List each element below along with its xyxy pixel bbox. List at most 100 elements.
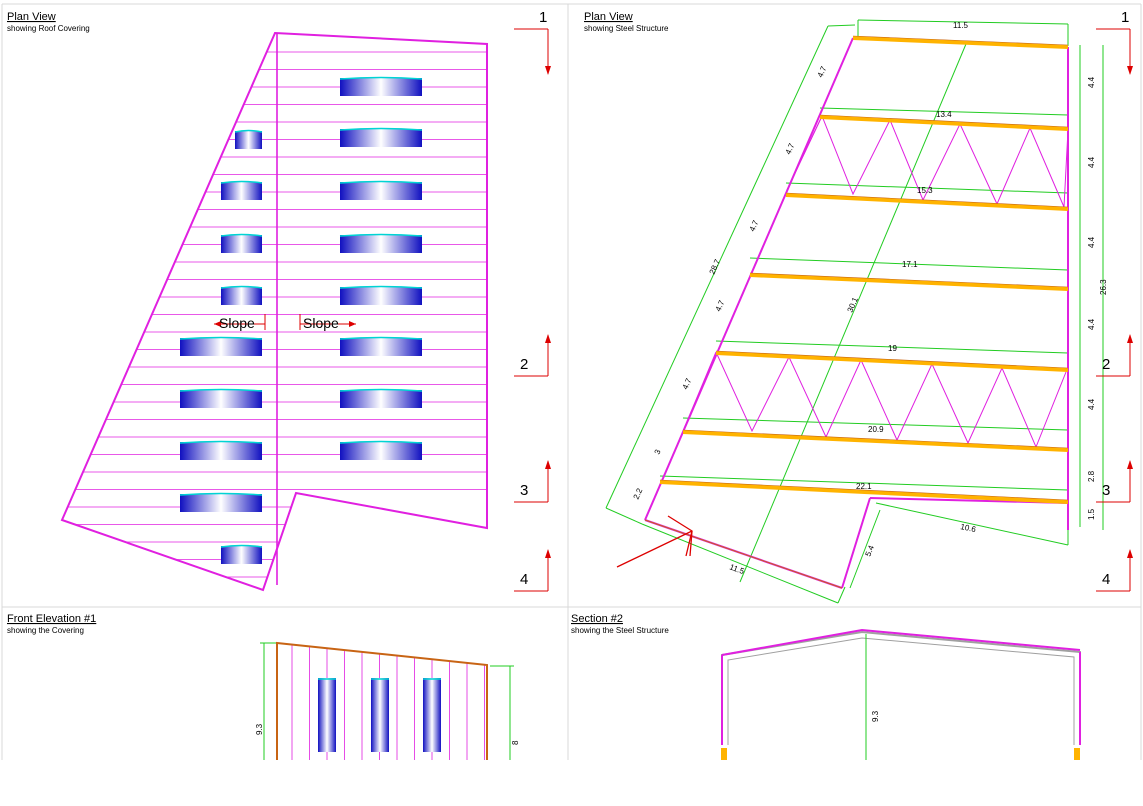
steel-beam (715, 351, 1069, 372)
elevation-skylight (318, 678, 336, 752)
dim-width-5: 19 (888, 344, 897, 353)
elevation-outline (276, 641, 488, 760)
skylight (235, 131, 262, 149)
steel-beams (659, 35, 1069, 504)
skylight-edge (179, 492, 263, 496)
section-markers-left: 1 2 3 4 (514, 9, 551, 592)
skylight-edge (339, 233, 423, 237)
steel-beam (749, 273, 1069, 291)
skylight-edge (220, 285, 263, 289)
skylight-edge (179, 388, 263, 392)
section-marker-label: 1 (539, 9, 547, 26)
dim-total-length: 26.3 (1099, 279, 1108, 295)
dim-bay-3: 4.4 (1087, 236, 1096, 248)
steel-beam-edge (785, 192, 1069, 208)
skylight (180, 390, 262, 408)
skylight-edge (220, 180, 263, 184)
dim-width-4: 17.1 (902, 260, 918, 269)
steel-beam-edge (819, 114, 1069, 128)
steel-beam (819, 115, 1069, 131)
dim-section-height: 9.3 (871, 710, 880, 722)
skylight (340, 442, 422, 460)
skylight (221, 546, 262, 564)
steel-beam (682, 430, 1069, 452)
steel-beam-edge (749, 272, 1069, 288)
dim-elevation-height-right: 8 (511, 740, 520, 745)
dim-width-1: 11.5 (953, 21, 969, 30)
roof-plan-title: Plan View (7, 11, 56, 23)
dim-width-3: 15.3 (917, 186, 933, 195)
front-elevation-subtitle: showing the Covering (7, 626, 84, 635)
elevation-dimensions (260, 642, 514, 760)
section-marker-arrow (545, 334, 551, 343)
dim-diag-1: 4.7 (816, 64, 829, 78)
dim-diag-2: 4.7 (784, 141, 797, 155)
section-marker-arrow (1127, 549, 1133, 558)
dim-elevation-height-left: 9.3 (255, 723, 264, 735)
steel-beam (852, 36, 1069, 49)
dim-bay-1: 4.4 (1087, 76, 1096, 88)
steel-beam-edge (852, 35, 1069, 46)
portal-frame (721, 628, 1081, 760)
dim-diag-center: 30.1 (846, 295, 861, 313)
steel-beam (785, 193, 1069, 211)
section-marker-arrow (545, 549, 551, 558)
skylight-edge (339, 388, 423, 392)
skylight (340, 390, 422, 408)
section-marker-label: 1 (1121, 9, 1129, 26)
roof-plan-panel: Plan View showing Roof Covering Slope Sl… (7, 11, 488, 592)
dim-notch-side: 5.4 (864, 544, 877, 558)
slope-indicator-left: Slope (214, 314, 266, 331)
skylight-edge (339, 76, 423, 80)
front-elevation-panel: Front Elevation #1 showing the Covering … (7, 613, 520, 760)
section-marker-arrow (1127, 334, 1133, 343)
dim-width-7: 22.1 (856, 482, 872, 491)
skylight-group (179, 76, 423, 564)
dim-bay-6: 2.8 (1087, 470, 1096, 482)
skylight-edge (339, 180, 423, 184)
skylight (221, 182, 262, 200)
dim-bay-7: 1.5 (1087, 508, 1096, 520)
section-marker-label: 3 (520, 482, 528, 499)
front-elevation-title: Front Elevation #1 (7, 613, 96, 625)
skylight (180, 338, 262, 356)
skylight (221, 287, 262, 305)
skylight (340, 129, 422, 147)
dim-bay-4: 4.4 (1087, 318, 1096, 330)
dim-diag-5: 4.7 (681, 376, 694, 390)
roof-plan-subtitle: showing Roof Covering (7, 24, 90, 33)
dim-diag-7: 2.2 (632, 486, 645, 500)
skylight-edge (339, 336, 423, 340)
steel-beam-edge (682, 429, 1069, 449)
steel-plan-title: Plan View (584, 11, 633, 23)
bottom-edge-rafter (644, 519, 843, 589)
skylight-edge (339, 127, 423, 131)
section-marker-label: 4 (1102, 571, 1110, 588)
section-marker-label: 2 (520, 356, 528, 373)
panel-frame (1, 3, 1142, 760)
dim-width-2: 13.4 (936, 110, 952, 119)
section-panel: Section #2 showing the Steel Structure 9… (571, 613, 1081, 760)
section-marker-label: 4 (520, 571, 528, 588)
bay-spacing-labels: 4.4 4.4 4.4 4.4 4.4 2.8 1.5 26.3 (1087, 76, 1108, 520)
skylight (340, 182, 422, 200)
skylight-edge (220, 233, 263, 237)
skylight-edge (339, 440, 423, 444)
elevation-skylight (371, 678, 389, 752)
skylight-edge (234, 129, 263, 133)
steel-beam-edge (659, 479, 1069, 501)
slope-label-left: Slope (219, 315, 255, 331)
dim-diag-3: 4.7 (748, 218, 761, 232)
section-title: Section #2 (571, 613, 623, 625)
elevation-skylights (318, 678, 441, 752)
section-marker-label: 3 (1102, 482, 1110, 499)
steel-beam (659, 480, 1069, 504)
skylight (180, 494, 262, 512)
elevation-skylight (423, 678, 441, 752)
steel-dimension-lines (605, 19, 1104, 604)
skylight-edge (339, 285, 423, 289)
dim-bay-5: 4.4 (1087, 398, 1096, 410)
section-marker-arrow (545, 66, 551, 75)
slope-label-right: Slope (303, 315, 339, 331)
